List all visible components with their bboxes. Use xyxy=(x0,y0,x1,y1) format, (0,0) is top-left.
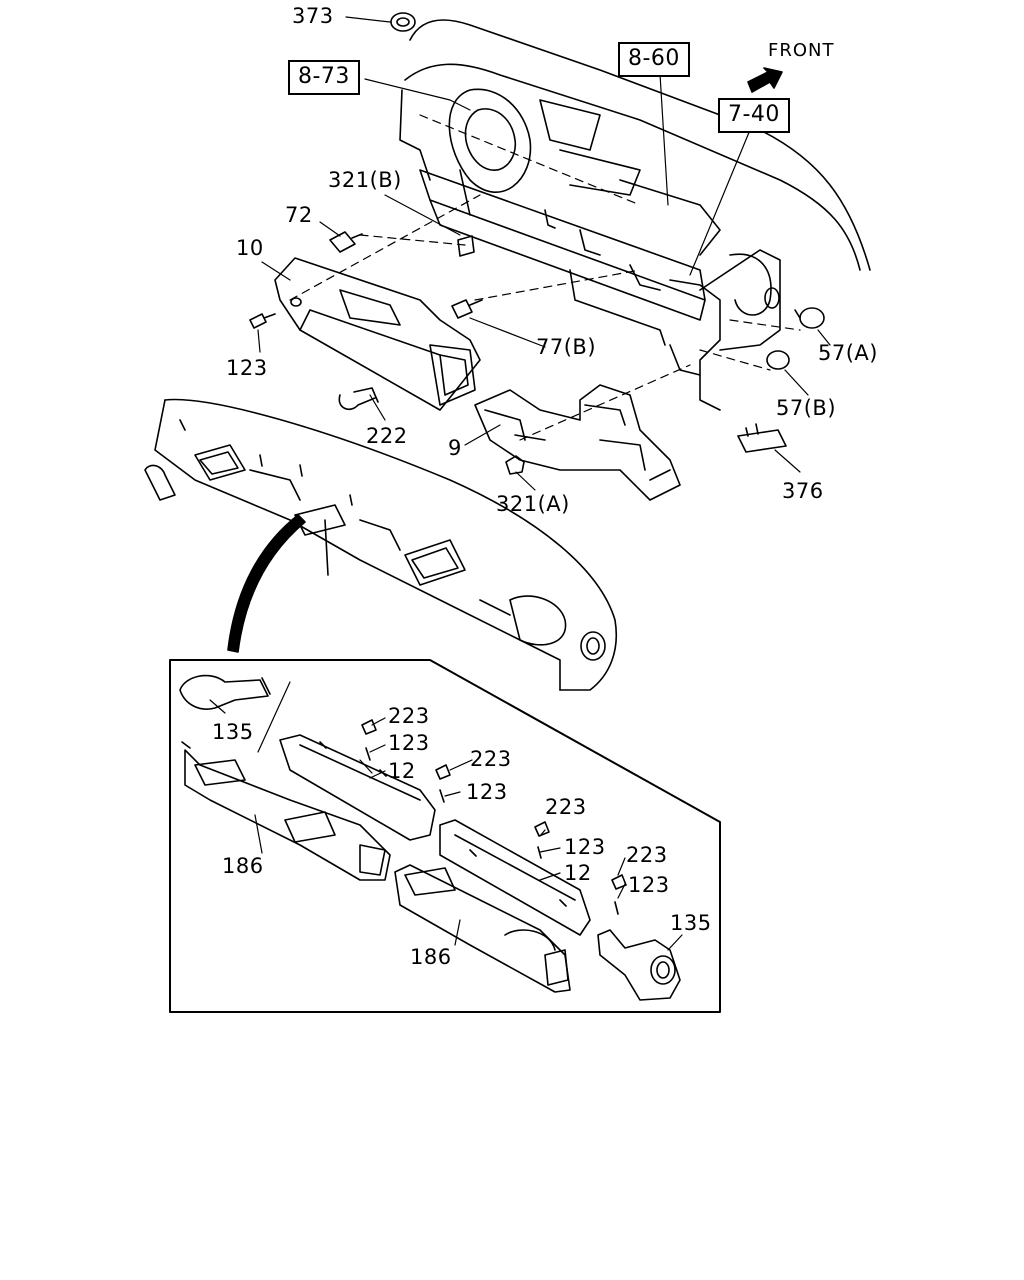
callout-77b: 77(B) xyxy=(536,335,597,359)
reference-box-7-40[interactable]: 7-40 xyxy=(718,98,790,133)
callout-10: 10 xyxy=(236,236,264,260)
callout-321a: 321(A) xyxy=(496,492,570,516)
callout-222: 222 xyxy=(366,424,408,448)
callout-123-second: 123 xyxy=(466,780,508,804)
front-arrow-icon xyxy=(747,67,783,93)
callout-12-lower: 12 xyxy=(564,861,592,885)
callout-57a: 57(A) xyxy=(818,341,878,365)
dashed-leader-lines xyxy=(289,114,801,441)
callout-123-upper: 123 xyxy=(226,356,268,380)
callout-leaders xyxy=(209,16,831,951)
callout-223-fourth: 223 xyxy=(626,843,668,867)
callout-72: 72 xyxy=(285,203,313,227)
callout-135-right: 135 xyxy=(670,911,712,935)
callout-12-upper: 12 xyxy=(388,759,416,783)
callout-123-third: 123 xyxy=(564,835,606,859)
callout-186-left: 186 xyxy=(222,854,264,878)
callout-135-left: 135 xyxy=(212,720,254,744)
callout-376: 376 xyxy=(782,479,824,503)
detail-parts xyxy=(179,674,681,1001)
reference-box-8-60[interactable]: 8-60 xyxy=(618,42,690,77)
detail-pointer-arrow xyxy=(227,514,306,653)
callout-57b: 57(B) xyxy=(776,396,837,420)
instrument-panel-outline xyxy=(399,19,871,271)
callout-223-first: 223 xyxy=(388,704,430,728)
dash-duct-assembly xyxy=(144,398,618,691)
cross-member-bracket xyxy=(419,169,781,411)
callout-123-first: 123 xyxy=(388,731,430,755)
callout-123-fourth: 123 xyxy=(628,873,670,897)
parts-upper xyxy=(249,12,825,501)
callout-223-third: 223 xyxy=(545,795,587,819)
callout-321b: 321(B) xyxy=(328,168,402,192)
callout-186-right: 186 xyxy=(410,945,452,969)
callout-223-second: 223 xyxy=(470,747,512,771)
detail-frame xyxy=(169,659,721,1013)
callout-9: 9 xyxy=(448,436,462,460)
callout-373: 373 xyxy=(292,4,334,28)
front-direction-label: FRONT xyxy=(768,40,835,61)
reference-box-8-73[interactable]: 8-73 xyxy=(288,60,360,95)
